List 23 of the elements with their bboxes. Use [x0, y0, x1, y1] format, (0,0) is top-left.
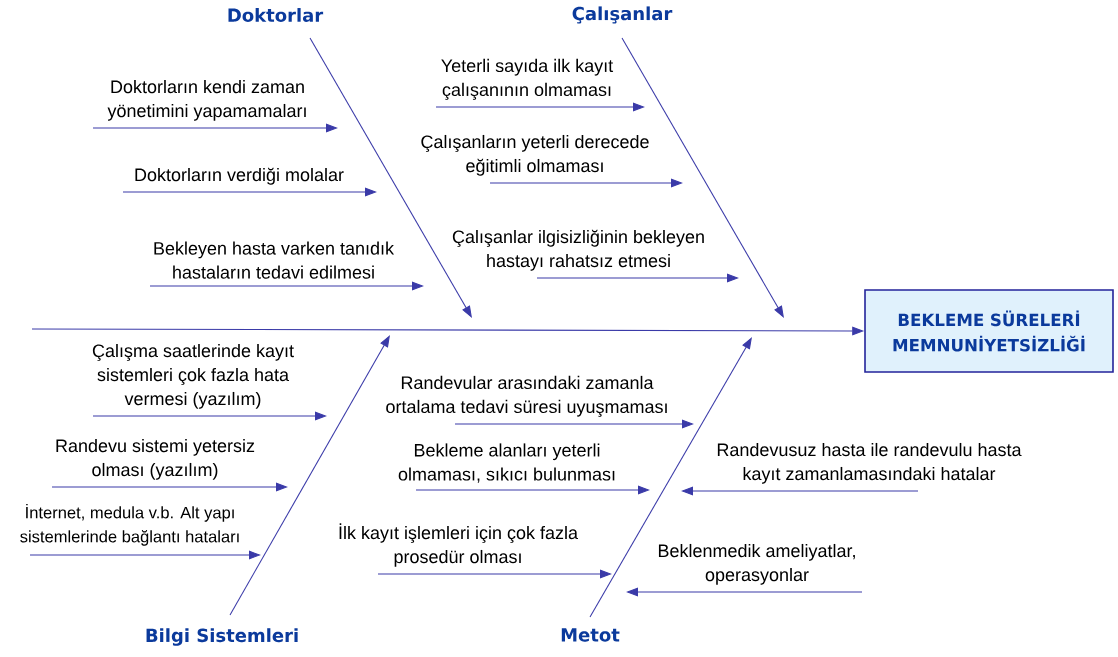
bone-arrow [229, 335, 390, 616]
cause-text: Doktorların kendi zaman yönetimini yapamamaları [107, 79, 306, 121]
cause-text: Yeterli sayıda ilk kayıt çalışanının olmaması [441, 58, 614, 100]
effect-box: BEKLEME SÜRELERİ MEMNUNİYETSİZLİĞİ [864, 289, 1114, 373]
bone-arrow [621, 37, 784, 318]
category-label: Doktorlar [228, 8, 324, 22]
category-label: Metot [561, 628, 620, 642]
cause-text: Doktorların verdiği molalar [135, 167, 344, 185]
cause-text: Bekleme alanları yeterli olmaması, sıkıcı bulunması [398, 443, 615, 483]
category-label: Çalışanlar [572, 6, 673, 24]
cause-text: Randevusuz hasta ile randevulu hasta kayıt zamanlamasındaki hatalar [717, 442, 1022, 484]
cause-text: İnternet, medula v.b. Alt yapı sistemlerinde bağlantı hataları [20, 503, 239, 546]
cause-text: Çalışma saatlerinde kayıt sistemleri çok fazla hata vermesi (yazılım) [92, 343, 294, 409]
cause-text: Randevular arasındaki zamanla ortalama tedavi süresi uyuşmaması [386, 375, 667, 417]
cause-text: İlk kayıt işlemleri için çok fazla prosedür olması [339, 523, 578, 567]
cause-text: Beklenmedik ameliyatlar, operasyonlar [658, 543, 855, 585]
cause-text: Çalışanların yeterli derecede eğitimli olmaması [421, 134, 649, 176]
category-label: Bilgi Sistemleri [146, 628, 298, 646]
bone-arrow [309, 37, 472, 318]
cause-text: Randevu sistemi yetersiz olması (yazılım) [56, 438, 255, 480]
bone-arrow [589, 337, 752, 618]
cause-text: Çalışanlar ilgisizliğinin bekleyen hastayı rahatsız etmesi [452, 229, 704, 271]
cause-text: Bekleyen hasta varken tanıdık hastaların tedavi edilmesi [154, 241, 395, 279]
